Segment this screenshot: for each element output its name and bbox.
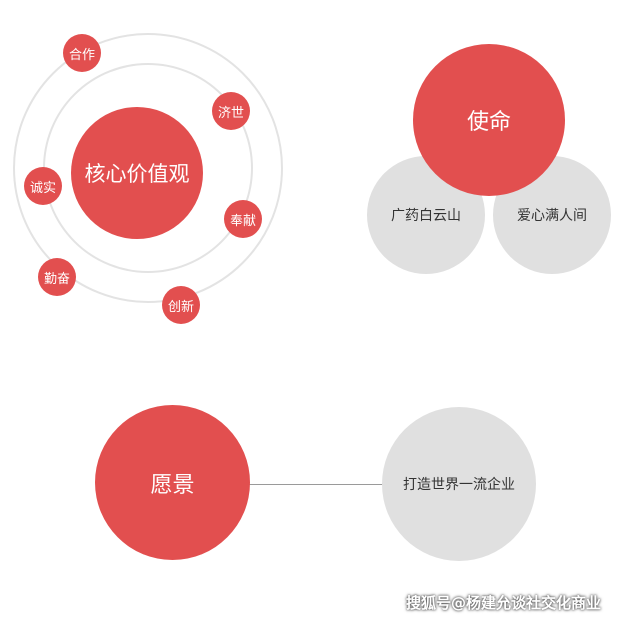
- vision-title: 愿景: [150, 472, 195, 498]
- value-label: 奉献: [229, 213, 256, 229]
- vision-goal-label: 打造世界一流企业: [403, 477, 515, 493]
- core-values-center: 核心价值观: [71, 107, 203, 239]
- value-honesty: 诚实: [24, 167, 62, 205]
- value-label: 创新: [167, 299, 194, 315]
- mission-item-right: 爱心满人间: [493, 156, 611, 274]
- value-dedication: 奉献: [224, 200, 262, 238]
- mission-title: 使命: [466, 110, 511, 135]
- vision-circle: 愿景: [95, 405, 250, 560]
- value-cooperation: 合作: [63, 34, 101, 72]
- watermark-text: 搜狐号@杨建允谈社交化商业: [406, 594, 602, 612]
- mission-circle: 使命: [413, 44, 565, 196]
- value-label: 合作: [68, 47, 95, 63]
- mission-item-label: 爱心满人间: [517, 208, 587, 224]
- value-help-world: 济世: [212, 92, 250, 130]
- value-innovation: 创新: [162, 286, 200, 324]
- value-label: 勤奋: [43, 271, 70, 287]
- value-diligence: 勤奋: [38, 258, 76, 296]
- core-values-title: 核心价值观: [84, 162, 190, 186]
- vision-goal-circle: 打造世界一流企业: [382, 407, 536, 561]
- vision-connector-line: [245, 484, 390, 485]
- value-label: 济世: [217, 105, 244, 121]
- outer-orbit-ring: [13, 33, 283, 303]
- value-label: 诚实: [29, 180, 56, 196]
- mission-item-label: 广药白云山: [391, 208, 461, 224]
